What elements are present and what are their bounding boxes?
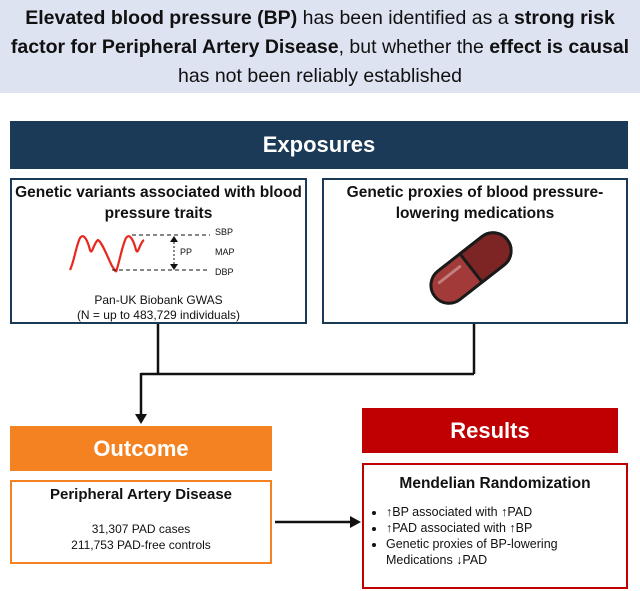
banner-text-2: has been identified as a: [297, 7, 515, 29]
result-item: ↑BP associated with ↑PAD: [386, 504, 626, 520]
outcome-cases: 31,307 PAD cases: [91, 522, 191, 536]
outcome-disease: Peripheral Artery Disease: [49, 486, 233, 503]
result-item: ↑PAD associated with ↑BP: [386, 520, 626, 536]
outcome-box: Peripheral Artery Disease 31,307 PAD cas…: [10, 480, 272, 564]
map-label: MAP: [215, 247, 235, 257]
exposure-medications-box: Genetic proxies of blood pressure-loweri…: [322, 178, 628, 324]
exposure-medications-title: Genetic proxies of blood pressure-loweri…: [346, 184, 604, 222]
banner-text-4: , but whether the: [338, 36, 490, 58]
sbp-label: SBP: [215, 227, 234, 237]
banner-text-6: has not been reliably established: [177, 65, 463, 87]
result-item: Genetic proxies of BP-lowering Medicatio…: [386, 536, 626, 568]
banner-text-5: effect is causal: [489, 36, 630, 58]
results-box: Mendelian Randomization ↑BP associated w…: [362, 463, 628, 589]
outcome-controls: 211,753 PAD-free controls: [71, 538, 211, 552]
pp-label: PP: [180, 247, 193, 257]
exposure-bp-traits-title: Genetic variants associated with blood p…: [15, 184, 302, 222]
results-header: Results: [362, 408, 618, 453]
dbp-label: DBP: [215, 267, 234, 277]
banner-text-3: strong risk factor for Peripheral Artery…: [10, 7, 615, 58]
summary-banner: Elevated blood pressure (BP) has been id…: [0, 0, 640, 93]
outcome-header: Outcome: [10, 426, 272, 471]
gwas-source: Pan-UK Biobank GWAS: [94, 293, 223, 307]
results-method: Mendelian Randomization: [399, 475, 591, 492]
exposure-bp-traits-box: Genetic variants associated with blood p…: [10, 178, 307, 324]
exposures-header: Exposures: [10, 121, 628, 169]
gwas-sample-size: (N = up to 483,729 individuals): [76, 308, 241, 322]
results-list: ↑BP associated with ↑PAD ↑PAD associated…: [364, 504, 626, 568]
banner-text-1: Elevated blood pressure (BP): [25, 7, 298, 29]
